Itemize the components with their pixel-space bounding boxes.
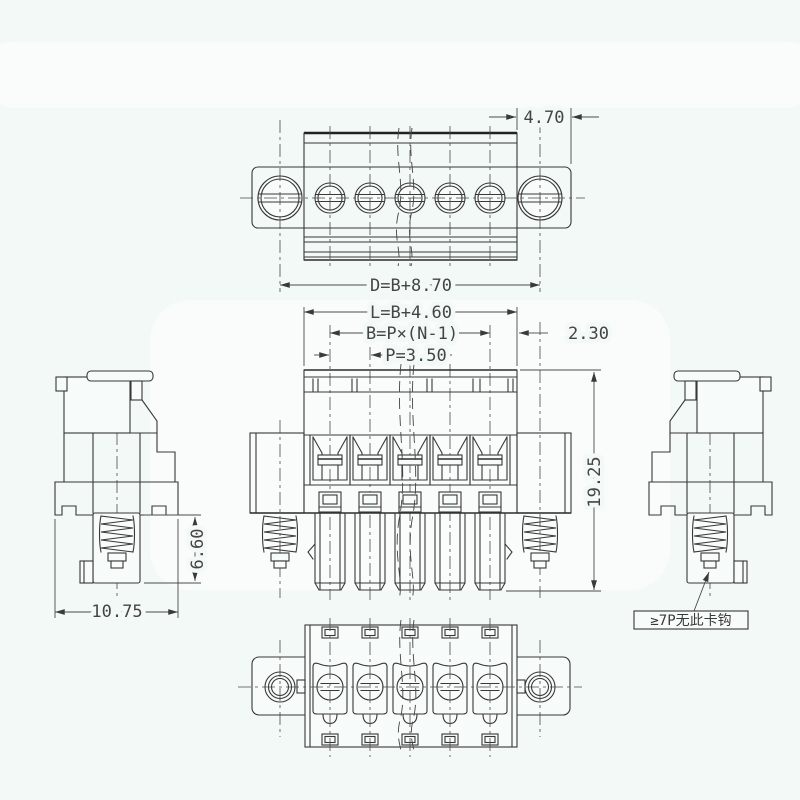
svg-text:10.75: 10.75 xyxy=(91,602,142,622)
top-view: 4.70 D=B+8.70 xyxy=(240,104,599,301)
svg-text:2.30: 2.30 xyxy=(568,324,609,344)
note-text: ≥7P无此卡钩 xyxy=(650,613,731,629)
dim-flange-offset: 4.70 xyxy=(489,104,599,164)
svg-text:B=P×(N-1): B=P×(N-1) xyxy=(366,324,458,344)
svg-text:D=B+8.70: D=B+8.70 xyxy=(370,276,452,296)
dim-total-width: D=B+8.70 xyxy=(280,272,540,301)
svg-text:4.70: 4.70 xyxy=(524,108,565,128)
break-line xyxy=(396,127,402,267)
note-callout: ≥7P无此卡钩 xyxy=(633,571,749,630)
dim-edge-offset: 2.30 xyxy=(519,320,613,349)
svg-text:L=B+4.60: L=B+4.60 xyxy=(370,303,452,323)
dim-pitch: P=3.50 xyxy=(314,342,452,371)
snap-hook-left xyxy=(307,543,316,560)
front-view: L=B+4.60 B=P×(N-1) P=3.50 2.30 19.25 xyxy=(249,299,613,601)
svg-text:6.60: 6.60 xyxy=(188,529,208,570)
svg-text:19.25: 19.25 xyxy=(585,456,605,507)
note-box xyxy=(633,610,749,630)
bottom-view xyxy=(238,618,582,757)
dim-length: L=B+4.60 xyxy=(303,299,518,366)
left-side-view: 6.60 10.75 xyxy=(54,371,213,627)
svg-text:P=3.50: P=3.50 xyxy=(385,346,446,366)
dim-depth: 10.75 xyxy=(54,519,179,627)
dim-height: 19.25 xyxy=(520,369,610,590)
snap-hook-right xyxy=(504,543,513,560)
dim-screw-protrusion: 6.60 xyxy=(144,514,213,584)
right-side-view: ≥7P无此卡钩 xyxy=(633,371,772,630)
dim-pole-span: B=P×(N-1) xyxy=(330,320,490,349)
scan-highlight-top xyxy=(0,42,800,108)
